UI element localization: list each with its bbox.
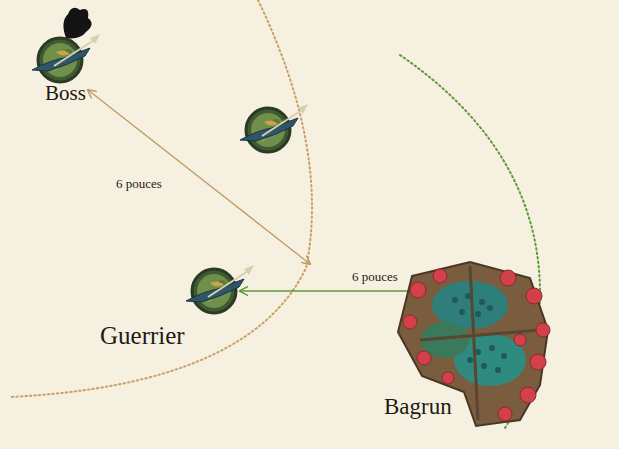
model-name: Guerrier (100, 322, 185, 350)
range-arc (10, 0, 312, 397)
model-base (240, 104, 308, 152)
measure-arrow (88, 90, 310, 264)
distance-label: 6 pouces (114, 177, 164, 191)
distance-label: 6 pouces (350, 270, 400, 284)
model-base (32, 34, 100, 82)
model-name: Bagrun (384, 394, 452, 419)
banner-plume (63, 8, 91, 39)
model-base (186, 265, 254, 313)
model-name: Boss (45, 82, 86, 105)
